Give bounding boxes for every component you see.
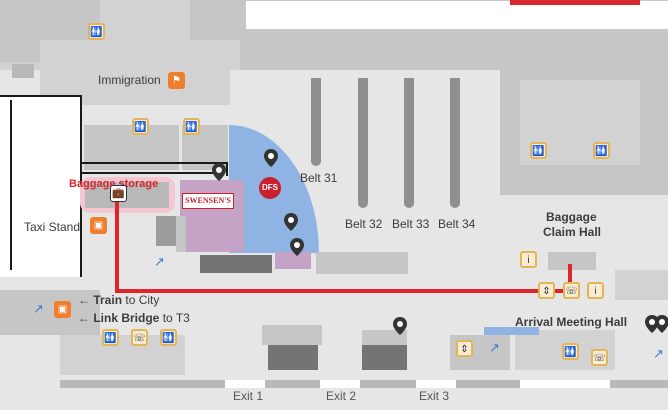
shop-purple-small [275,252,311,269]
lift-icon: ⇕ [538,282,555,299]
exit-gap-4 [520,380,610,388]
toilet-icon: 🚻 [88,23,105,40]
location-pin-icon [655,315,668,333]
shop-floor [176,216,186,252]
exit-1-label: Exit 1 [233,389,264,403]
blue-strip [484,327,539,335]
exit-gap-3 [416,380,456,388]
escalator-icon: ↗ [653,346,664,361]
telephone-icon: ☏ [563,282,580,299]
right-mid-block [316,252,408,274]
information-icon: i [520,251,537,268]
toilet-icon: 🚻 [562,343,579,360]
belt-34-bar [450,78,460,208]
location-pin-icon [393,317,407,335]
arrow-left-icon: ← [78,311,90,325]
claim-hall-wall [548,252,596,270]
exit-3-label: Exit 3 [419,389,450,403]
toilet-icon: 🚻 [102,329,119,346]
belt-32-label: Belt 32 [345,217,383,231]
taxi-stand-label: Taxi Stand [24,220,81,234]
location-pin-icon [284,213,298,231]
telephone-icon: ☏ [131,329,148,346]
location-pin-icon [264,149,278,167]
telephone-icon: ☏ [591,349,608,366]
swensens-logo-text: SWENSEN'S [185,196,231,205]
train-label-rest: to City [125,293,160,307]
top-red-marks [510,0,640,5]
route-vertical-left [115,194,119,293]
immigration-icon: ⚑ [168,72,185,89]
bus-icon: ▣ [54,301,71,318]
location-pin-icon [290,238,304,256]
bottom-band [60,380,668,388]
toilet-icon: 🚻 [132,118,149,135]
belt-33-bar [404,78,414,208]
concourse-block-2 [262,325,322,345]
shop-swensens-area [180,180,244,252]
corridor-wall-top [80,162,228,164]
corridor-wall-bottom [80,172,220,174]
escalator-icon: ↗ [489,340,500,355]
dfs-logo: DFS [259,177,281,199]
baggage-claim-label-1: Baggage [546,210,597,224]
train-label: ← Train to City [78,293,159,307]
arrival-meeting-hall-label: Arrival Meeting Hall [515,315,628,329]
concourse-dark-2 [362,345,407,370]
baggage-storage-icon: 💼 [110,185,127,202]
right-side-block [615,270,668,300]
baggage-claim-label-2: Claim Hall [543,225,602,239]
belt-32-bar [358,78,368,208]
belt-31-label: Belt 31 [300,171,338,185]
dfs-logo-text: DFS [262,183,278,192]
exit-2-label: Exit 2 [326,389,357,403]
swensens-logo: SWENSEN'S [182,193,234,209]
escalator-icon: ↗ [154,254,165,269]
toilet-icon: 🚻 [593,142,610,159]
toilet-icon: 🚻 [530,142,547,159]
toilet-icon: 🚻 [160,329,177,346]
left-concourse [0,290,100,335]
top-left-room [0,0,40,62]
top-band [240,30,668,70]
baggage-storage-label: Baggage storage [69,178,159,190]
escalator-icon: ↗ [33,301,44,316]
concourse-block-3 [362,330,407,345]
link-bridge-label-rest: to T3 [162,311,190,325]
belt-31-bar [311,78,321,166]
corridor-wall-vert [226,162,228,176]
belt-33-label: Belt 33 [392,217,430,231]
small-square-1 [12,64,34,78]
taxi-icon: ▣ [90,217,107,234]
arrow-left-icon: ← [78,293,90,307]
route-horizontal [115,289,572,293]
toilet-icon: 🚻 [183,118,200,135]
location-pin-icon [212,163,226,181]
exit-gap-2 [320,380,360,388]
train-label-bold: Train [93,293,123,307]
baggage-storage-counter [85,182,169,208]
left-building-inner [0,100,12,270]
top-right-building [245,0,668,30]
exit-gap-1 [225,380,265,388]
belt-34-label: Belt 34 [438,217,476,231]
lift-icon: ⇕ [456,340,473,357]
link-bridge-label-bold: Link Bridge [93,311,160,325]
information-icon: i [587,282,604,299]
link-bridge-label: ← Link Bridge to T3 [78,311,190,325]
concourse-dark-1 [268,345,318,370]
route-vertical-right [568,264,572,293]
escalator-block-1 [200,255,272,273]
immigration-label: Immigration [98,73,161,87]
